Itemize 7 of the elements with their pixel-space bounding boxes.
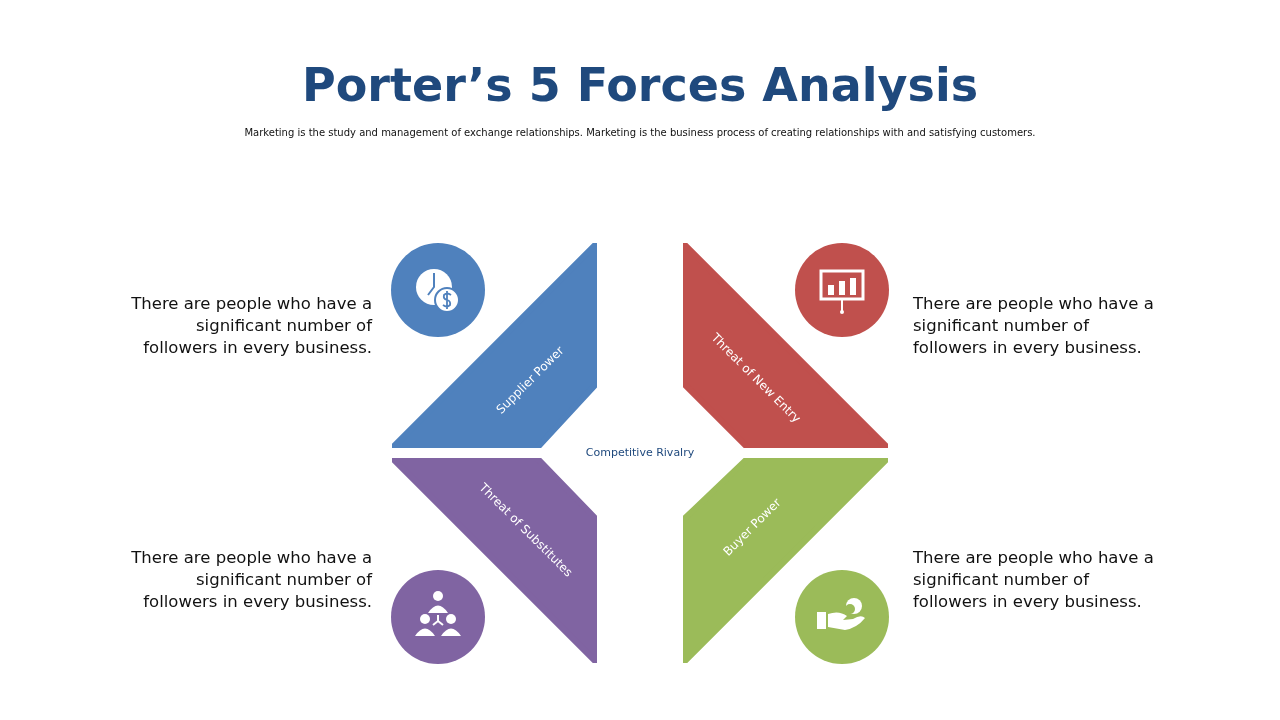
subtitle: Marketing is the study and management of exchange relationships. Marketing is the business process of creating relationships with and satisfying customers.: [243, 127, 1037, 138]
center-label: Competitive Rivalry: [584, 446, 696, 459]
description-text: There are people who have a significant number of followers in every business.: [130, 293, 372, 359]
description-text: There are people who have a significant number of followers in every business.: [913, 293, 1155, 359]
description-text: There are people who have a significant number of followers in every business.: [130, 547, 372, 613]
title: Porter’s 5 Forces Analysis: [300, 58, 980, 112]
description-text: There are people who have a significant number of followers in every business.: [913, 547, 1155, 613]
